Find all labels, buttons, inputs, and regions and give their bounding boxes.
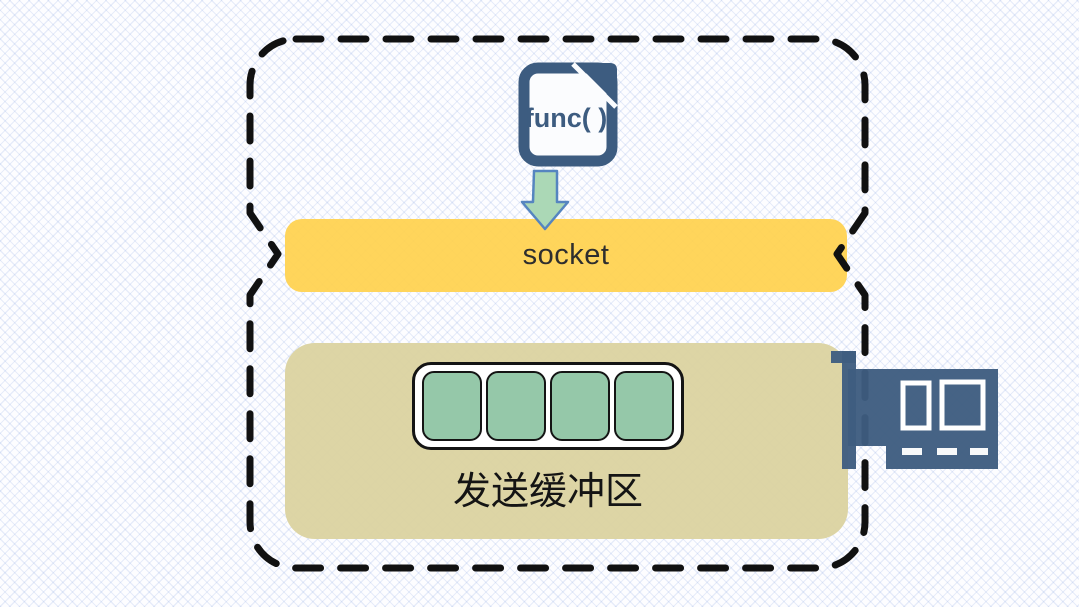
socket-label: socket: [522, 239, 610, 271]
nic-bottom-edge: [886, 446, 998, 469]
nic-pin: [937, 448, 957, 455]
buffer-slot: [486, 371, 546, 441]
document-folded-corner: [576, 63, 617, 104]
socket-bar: socket: [285, 219, 847, 292]
nic-pin: [902, 448, 922, 455]
send-buffer-label: 发送缓冲区: [452, 471, 643, 513]
network-card-icon: [831, 351, 998, 469]
buffer-slot: [614, 371, 674, 441]
func-label: func( ): [525, 103, 607, 133]
fold-separator: [571, 62, 618, 109]
nic-body: [848, 369, 998, 446]
nic-port-small: [900, 380, 932, 431]
nic-port-large: [939, 379, 986, 431]
buffer-slot: [550, 371, 610, 441]
function-document-icon: func( ): [518, 62, 618, 167]
document-page: [518, 62, 618, 167]
buffer-slot-row: [412, 362, 684, 450]
buffer-slot: [422, 371, 482, 441]
nic-pin: [970, 448, 988, 455]
